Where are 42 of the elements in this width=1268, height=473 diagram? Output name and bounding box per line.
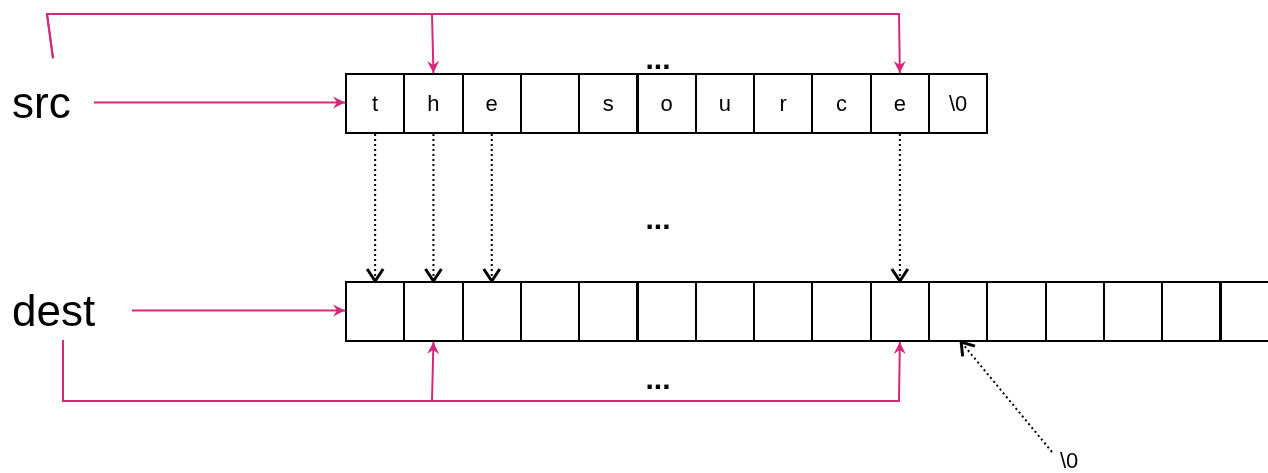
- array-cell: s: [578, 73, 639, 134]
- dotted-arrow: [423, 133, 443, 283]
- array-cell: [869, 281, 930, 342]
- array-cell: [519, 73, 581, 134]
- dotted-arrow: [482, 133, 502, 283]
- array-cell: [461, 281, 522, 342]
- ellipsis-label: ...: [645, 364, 671, 394]
- array-cell: [753, 281, 814, 342]
- array-cell: [578, 281, 639, 342]
- array-cell: [1044, 281, 1105, 342]
- ellipsis-label: ...: [645, 44, 671, 74]
- array-cell: [1219, 281, 1268, 342]
- array-cell: e: [869, 73, 930, 134]
- dotted-arrow: [890, 133, 910, 283]
- array-cell: [403, 281, 464, 342]
- array-cell: [928, 281, 989, 342]
- array-cell: \0: [928, 73, 989, 134]
- array-cell: t: [345, 73, 406, 134]
- array-cell: [811, 281, 872, 342]
- dotted-arrow: [365, 133, 385, 283]
- annotation-label: \0: [1060, 448, 1079, 473]
- array-cell: e: [461, 73, 522, 134]
- arrow: [45, 13, 906, 74]
- array-cell: [345, 281, 406, 342]
- arrow: [93, 96, 346, 109]
- array-cell: [986, 281, 1047, 342]
- array-cell: [519, 281, 581, 342]
- array-cell: [694, 281, 756, 342]
- array-cell: r: [753, 73, 814, 134]
- variable-label: dest: [12, 285, 96, 336]
- arrow: [62, 339, 906, 402]
- array-cell: [1102, 281, 1164, 342]
- array-cell: o: [636, 73, 697, 134]
- array-cell: [636, 281, 697, 342]
- ellipsis-label: ...: [645, 204, 671, 234]
- array-cell: [1161, 281, 1222, 342]
- dotted-arrow: [959, 340, 1053, 453]
- array-cell: u: [694, 73, 756, 134]
- arrow: [131, 304, 346, 317]
- array-cell: h: [403, 73, 464, 134]
- variable-label: src: [12, 77, 71, 128]
- array-cell: c: [811, 73, 872, 134]
